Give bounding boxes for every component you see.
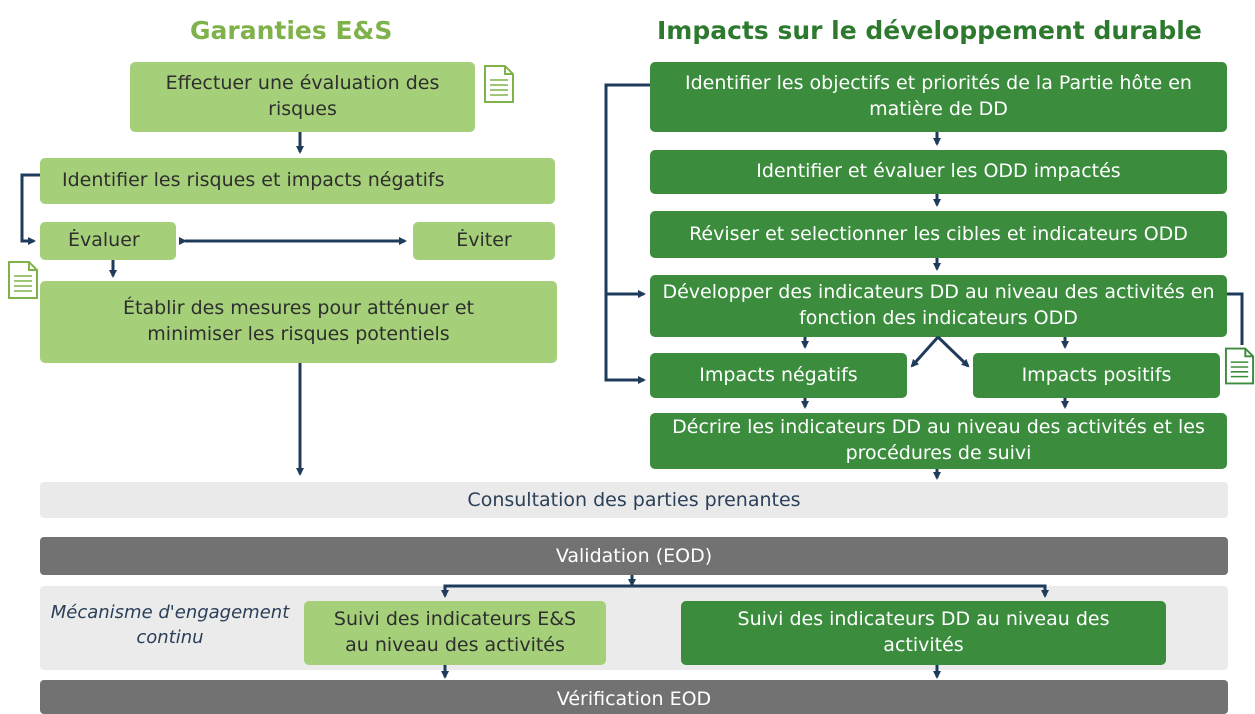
sustainable-development-heading: Impacts sur le développement durable [657,16,1202,45]
es-monitoring-box: Suivi des indicateurs E&S au niveau des … [304,601,606,665]
describe-indicators-box: Décrire les indicateurs DD au niveau des… [650,413,1227,469]
evaluate-box: Ėvaluer [40,222,176,260]
risk-assessment-box: Effectuer une évaluation des risques [130,62,475,132]
document-icon [484,65,514,103]
positive-impacts-box: Impacts positifs [973,353,1220,398]
document-icon [8,261,38,299]
es-safeguards-heading: Garanties E&S [190,16,393,45]
negative-impacts-box: Impacts négatifs [650,353,907,398]
document-icon [1224,347,1255,385]
validation-band: Validation (EOD) [40,537,1228,575]
develop-indicators-box: Développer des indicateurs DD au niveau … [650,275,1227,337]
identify-risks-box: Identifier les risques et impacts négati… [40,158,555,204]
mitigation-measures-box: Établir des mesures pour atténuer et min… [40,281,557,363]
avoid-box: Ėviter [413,222,555,260]
targets-indicators-box: Réviser et selectionner les cibles et in… [650,211,1227,258]
verification-band: Vérification EOD [40,680,1228,714]
sdg-assessment-box: Identifier et évaluer les ODD impactés [650,150,1227,194]
host-party-objectives-box: Identifier les objectifs et priorités de… [650,62,1227,132]
stakeholder-consultation-band: Consultation des parties prenantes [40,482,1228,518]
dd-monitoring-box: Suivi des indicateurs DD au niveau des a… [681,601,1166,665]
engagement-mechanism-label: Mécanisme d'engagement continu [50,602,290,649]
